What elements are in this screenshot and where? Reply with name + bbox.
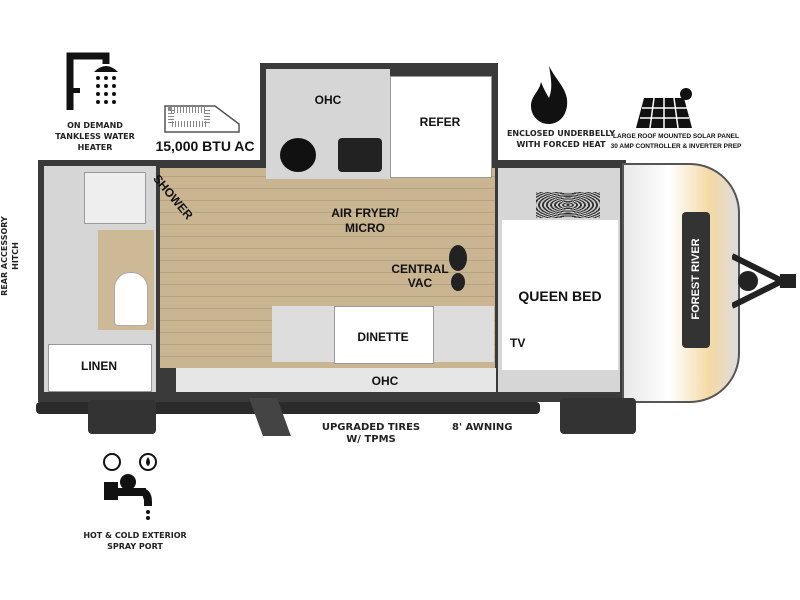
air-fryer-label: AIR FRYER/ MICRO [331, 206, 399, 235]
linen-label: LINEN [81, 359, 117, 373]
ac-label: 15,000 BTU AC [155, 138, 255, 154]
solar-label: LARGE ROOF MOUNTED SOLAR PANEL 30 AMP CON… [588, 132, 764, 152]
refrigerator [390, 76, 492, 178]
central-vac-icon [449, 245, 467, 291]
awning-label: 8' AWNING [452, 422, 513, 433]
kitchen-sink [280, 138, 316, 172]
overhead-cabinet [176, 368, 496, 392]
linen-cabinet [48, 344, 152, 392]
ohc-bottom-label: OHC [371, 374, 399, 388]
spray-port-icon [103, 453, 157, 520]
rear-hitch-label: REAR ACCESSORY HITCH [0, 216, 20, 296]
tv-label: TV [510, 336, 526, 350]
queen-bed [502, 220, 618, 370]
ac-unit-icon [164, 105, 240, 133]
spray-line-2: SPRAY PORT [107, 542, 163, 551]
brand-badge [682, 212, 710, 348]
ohc-top-label: OHC [314, 93, 342, 107]
dinette-label: DINETTE [357, 330, 409, 344]
solar-panel-icon [636, 88, 692, 129]
wheel [560, 398, 636, 434]
rear-stabilizer [88, 400, 156, 434]
brand-label: FOREST RIVER [690, 238, 702, 320]
tongue-jack-icon [732, 253, 796, 309]
underbelly-label: ENCLOSED UNDERBELLY WITH FORCED HEAT [506, 129, 616, 149]
solar-line-1: LARGE ROOF MOUNTED SOLAR PANEL [613, 133, 739, 140]
refer-label: REFER [419, 115, 461, 129]
cooktop [338, 138, 382, 172]
tires-line-2: W/ TPMS [346, 434, 396, 445]
spray-port-label: HOT & COLD EXTERIOR SPRAY PORT [70, 530, 200, 552]
frame-rail [36, 402, 540, 414]
queen-bed-label: QUEEN BED [518, 288, 602, 304]
central-vac-label: CENTRAL VAC [391, 262, 449, 290]
bed-pillow [536, 192, 600, 218]
solar-line-2: 30 AMP CONTROLLER & INVERTER PREP [610, 143, 742, 150]
dinette-table [334, 306, 434, 364]
front-cap [622, 163, 740, 403]
tires-line-1: UPGRADED TIRES [321, 422, 421, 433]
sink [84, 172, 146, 224]
shower-icon [66, 52, 118, 110]
water-heater-label: ON DEMAND TANKLESS WATER HEATER [55, 121, 135, 152]
spray-line-1: HOT & COLD EXTERIOR [83, 531, 187, 540]
flame-icon [531, 66, 568, 124]
toilet [114, 272, 148, 326]
